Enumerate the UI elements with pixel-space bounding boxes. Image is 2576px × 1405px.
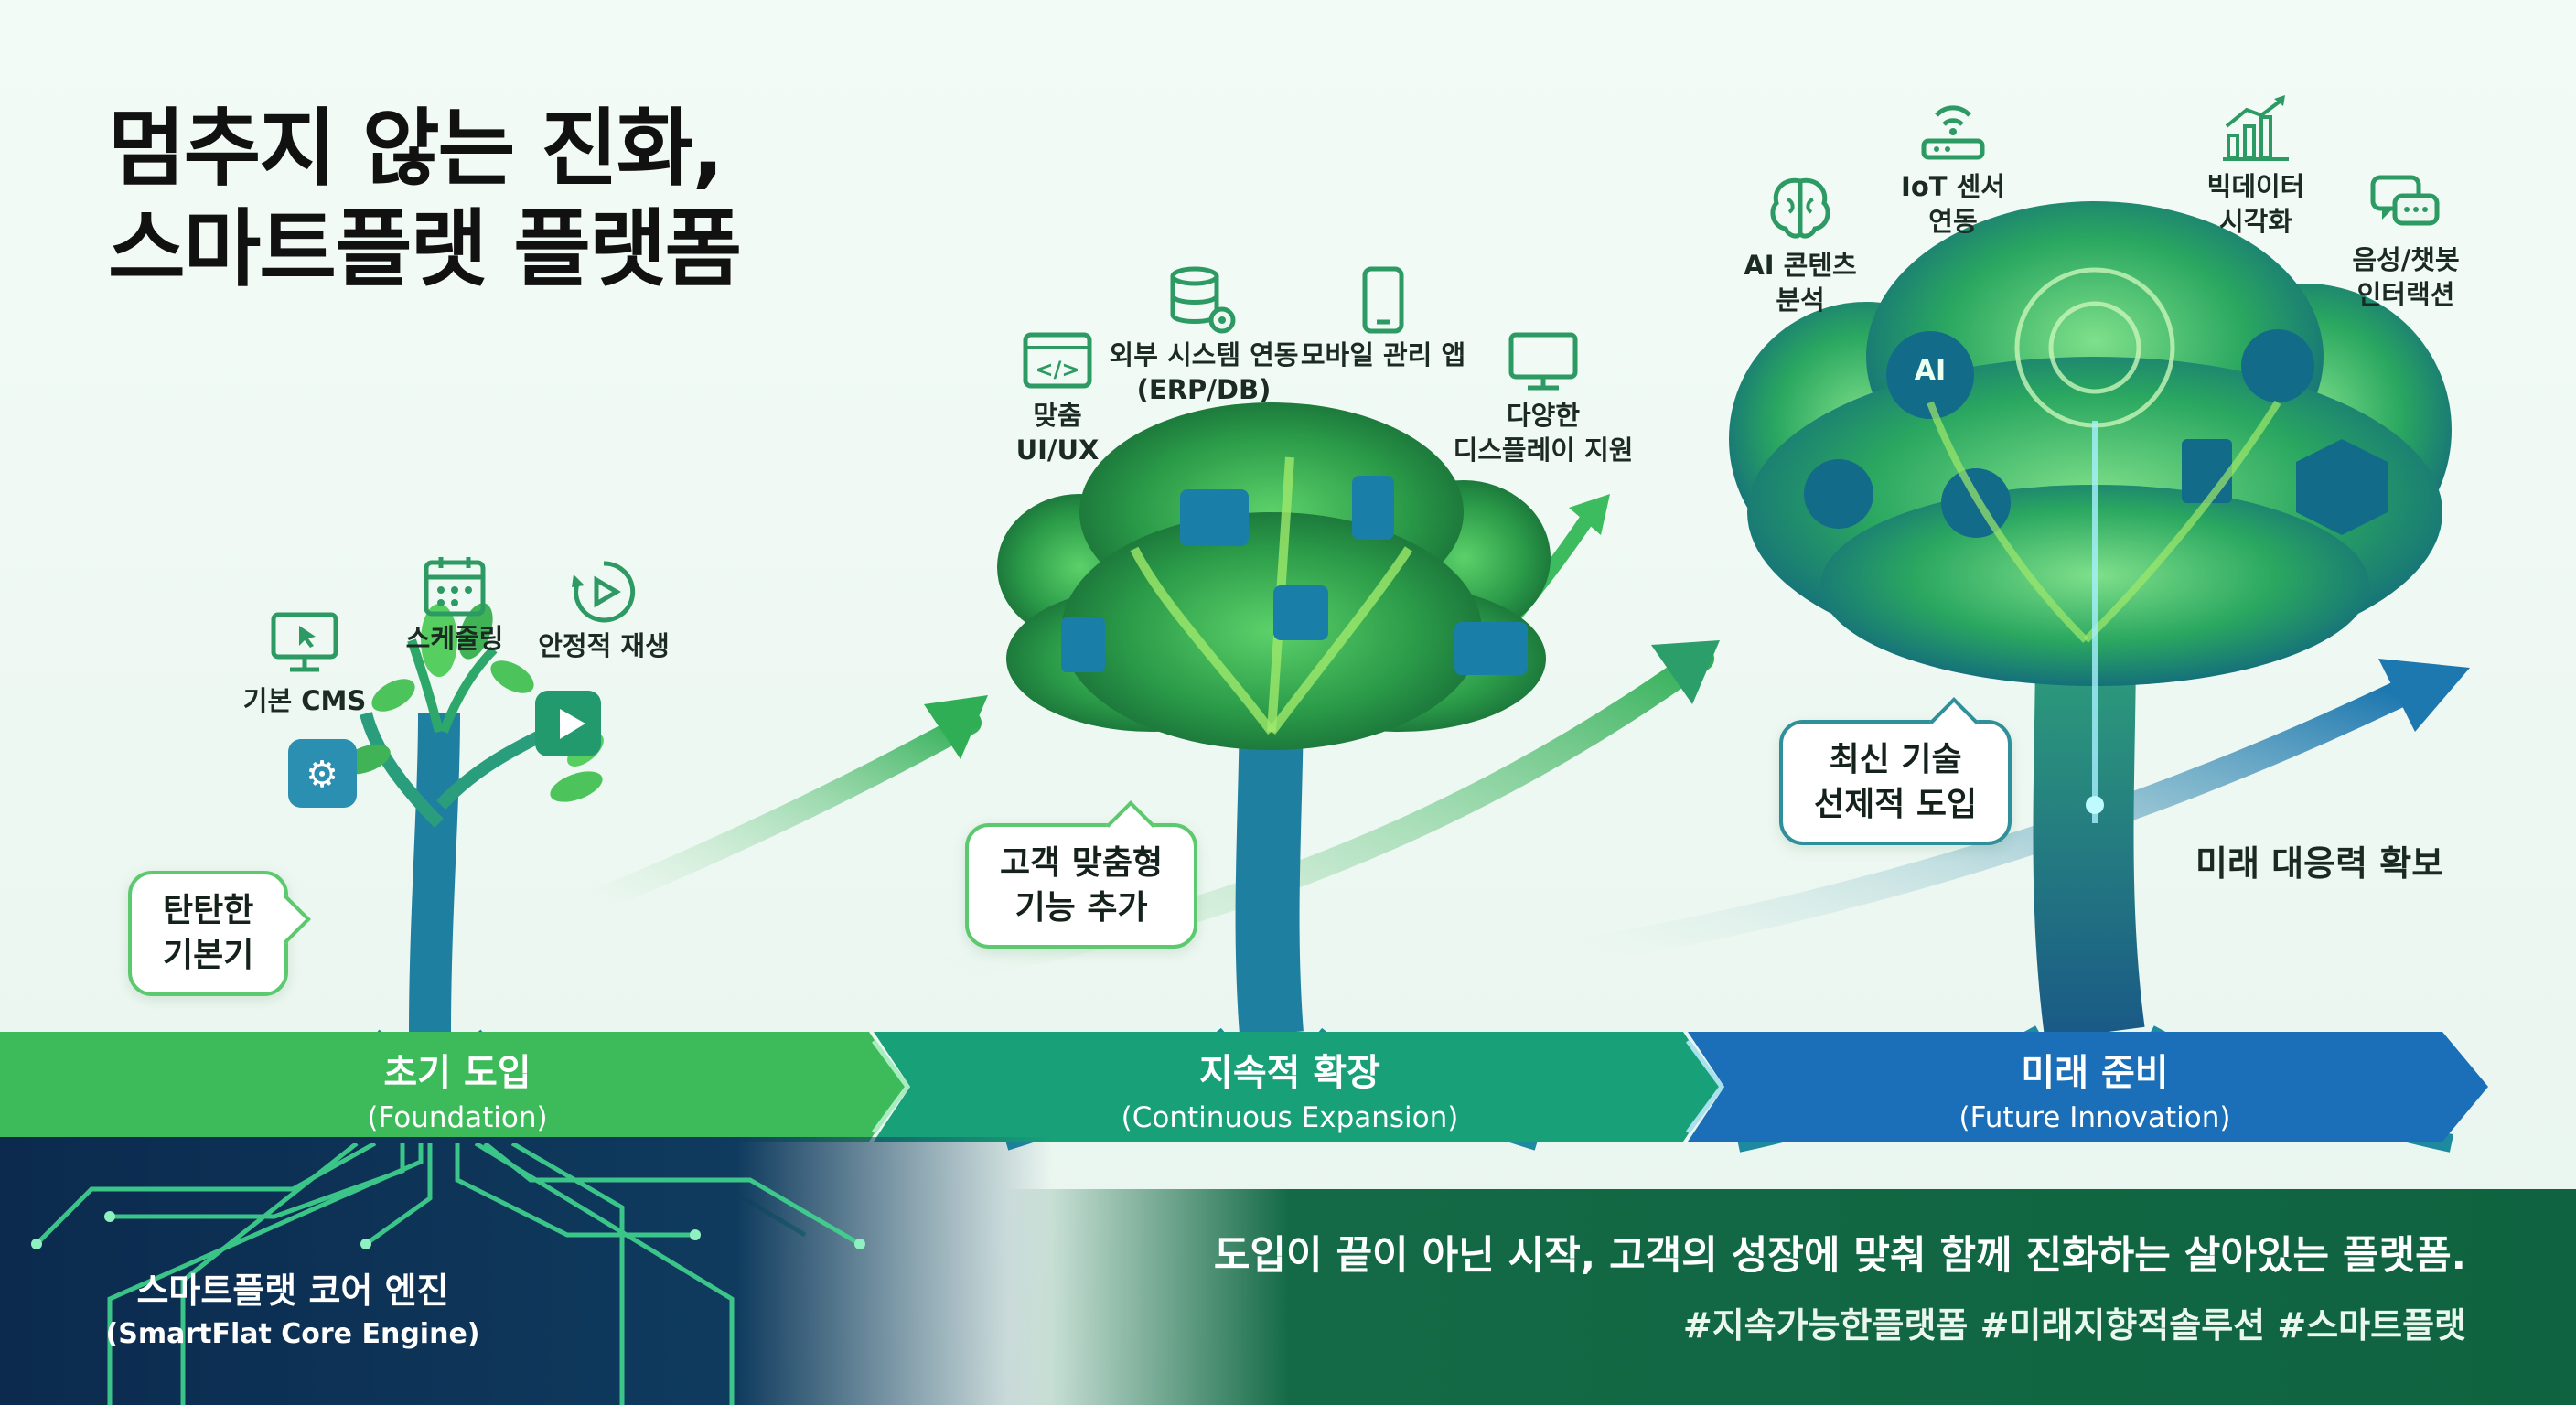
slogan-text: 도입이 끝이 아닌 시작, 고객의 성장에 맞춰 함께 진화하는 살아있는 플랫… (1213, 1233, 2466, 1279)
timeline-stage-expansion-en: (Continuous Expansion) (1121, 1101, 1459, 1134)
bubble-foundation-line2: 기본기 (163, 936, 254, 974)
growth-arrow-1 (574, 711, 982, 917)
ai-badge: AI (1914, 355, 1947, 387)
router-wifi-icon (1921, 105, 1985, 160)
bubble-future-line1: 최신 기술 (1829, 741, 1962, 778)
growth-arrow-2-head (1651, 640, 1720, 704)
svg-text:⚙: ⚙ (306, 754, 338, 796)
chat-bubbles-icon (2370, 175, 2440, 226)
bubble-expansion: 고객 맞춤형 기능 추가 (965, 823, 1198, 949)
feature-label-mobile-app: 모바일 관리 앱 (1300, 339, 1466, 370)
display-icon (1508, 332, 1578, 391)
timeline-stage-foundation-en: (Foundation) (367, 1101, 548, 1134)
brain-icon (1770, 177, 1830, 239)
feature-label-stable-playback: 안정적 재생 (538, 630, 670, 661)
bar-chart-growth-icon (2223, 95, 2289, 161)
feature-label-iot-sensor: IoT 센서 연동 (1901, 171, 2005, 237)
future-readiness-label: 미래 대응력 확보 (2195, 843, 2444, 884)
core-engine-en: (SmartFlat Core Engine) (105, 1318, 480, 1350)
core-engine-label: 스마트플랫 코어 엔진 (SmartFlat Core Engine) (106, 1262, 480, 1350)
timeline-stage-foundation: 초기 도입 (Foundation) (367, 1043, 547, 1134)
code-window-icon: </> (1023, 332, 1092, 389)
bubble-future: 최신 기술 선제적 도입 (1779, 720, 2012, 846)
smartphone-icon (1362, 266, 1404, 334)
growth-arrow-3-head (2378, 659, 2470, 732)
hashtags-text: #지속가능한플랫폼 #미래지향적솔루션 #스마트플랫 (1682, 1305, 2466, 1346)
feature-label-scheduling: 스케줄링 (405, 623, 504, 654)
feature-label-ai-analysis: AI 콘텐츠 분석 (1744, 250, 1857, 316)
feature-label-external-integration: 외부 시스템 연동 (ERP/DB) (1109, 339, 1299, 405)
growth-arrow-3 (1569, 681, 2410, 965)
timeline-stage-future-en: (Future Innovation) (1959, 1101, 2231, 1134)
timeline-bar (0, 1032, 2488, 1142)
page-title-line2: 스마트플랫 플랫폼 (108, 200, 742, 299)
feature-label-big-data: 빅데이터 시각화 (2206, 171, 2305, 237)
calendar-icon (424, 557, 486, 617)
feature-label-voice-chatbot: 음성/챗봇 인터랙션 (2352, 244, 2460, 310)
slogan-band (1006, 1189, 2576, 1405)
timeline-stage-foundation-ko: 초기 도입 (383, 1052, 531, 1094)
core-engine-ko: 스마트플랫 코어 엔진 (136, 1271, 449, 1311)
database-gear-icon (1170, 266, 1236, 334)
svg-text:</>: </> (1036, 357, 1080, 382)
bubble-expansion-line2: 기능 추가 (1014, 888, 1148, 927)
bubble-foundation: 탄탄한 기본기 (128, 871, 289, 997)
feature-label-basic-cms: 기본 CMS (242, 685, 367, 716)
bubble-future-line2: 선제적 도입 (1814, 785, 1978, 823)
timeline-stage-expansion: 지속적 확장 (Continuous Expansion) (1122, 1043, 1459, 1134)
feature-label-custom-uiux: 맞춤 UI/UX (1015, 400, 1100, 466)
bubble-foundation-line1: 탄탄한 (163, 892, 254, 929)
page-title-line1: 멈추지 않는 진화, (108, 100, 724, 198)
page-title: 멈추지 않는 진화, 스마트플랫 플랫폼 (108, 99, 742, 301)
growth-arrow-1-head (924, 695, 988, 759)
timeline-stage-expansion-ko: 지속적 확장 (1199, 1052, 1380, 1094)
timeline-stage-future: 미래 준비 (Future Innovation) (1959, 1043, 2231, 1134)
circuit-traces (31, 1143, 865, 1405)
tree-future (1729, 201, 2454, 1153)
tree-expansion (997, 402, 1551, 1151)
bubble-expansion-line1: 고객 맞춤형 (1000, 844, 1164, 882)
timeline-stage-future-ko: 미래 준비 (2021, 1052, 2169, 1094)
monitor-cursor-icon (271, 612, 338, 672)
feature-label-multi-display: 다양한 디스플레이 지원 (1453, 400, 1634, 466)
play-circle-icon (572, 561, 636, 623)
tree-foundation: ⚙ (226, 603, 661, 1150)
